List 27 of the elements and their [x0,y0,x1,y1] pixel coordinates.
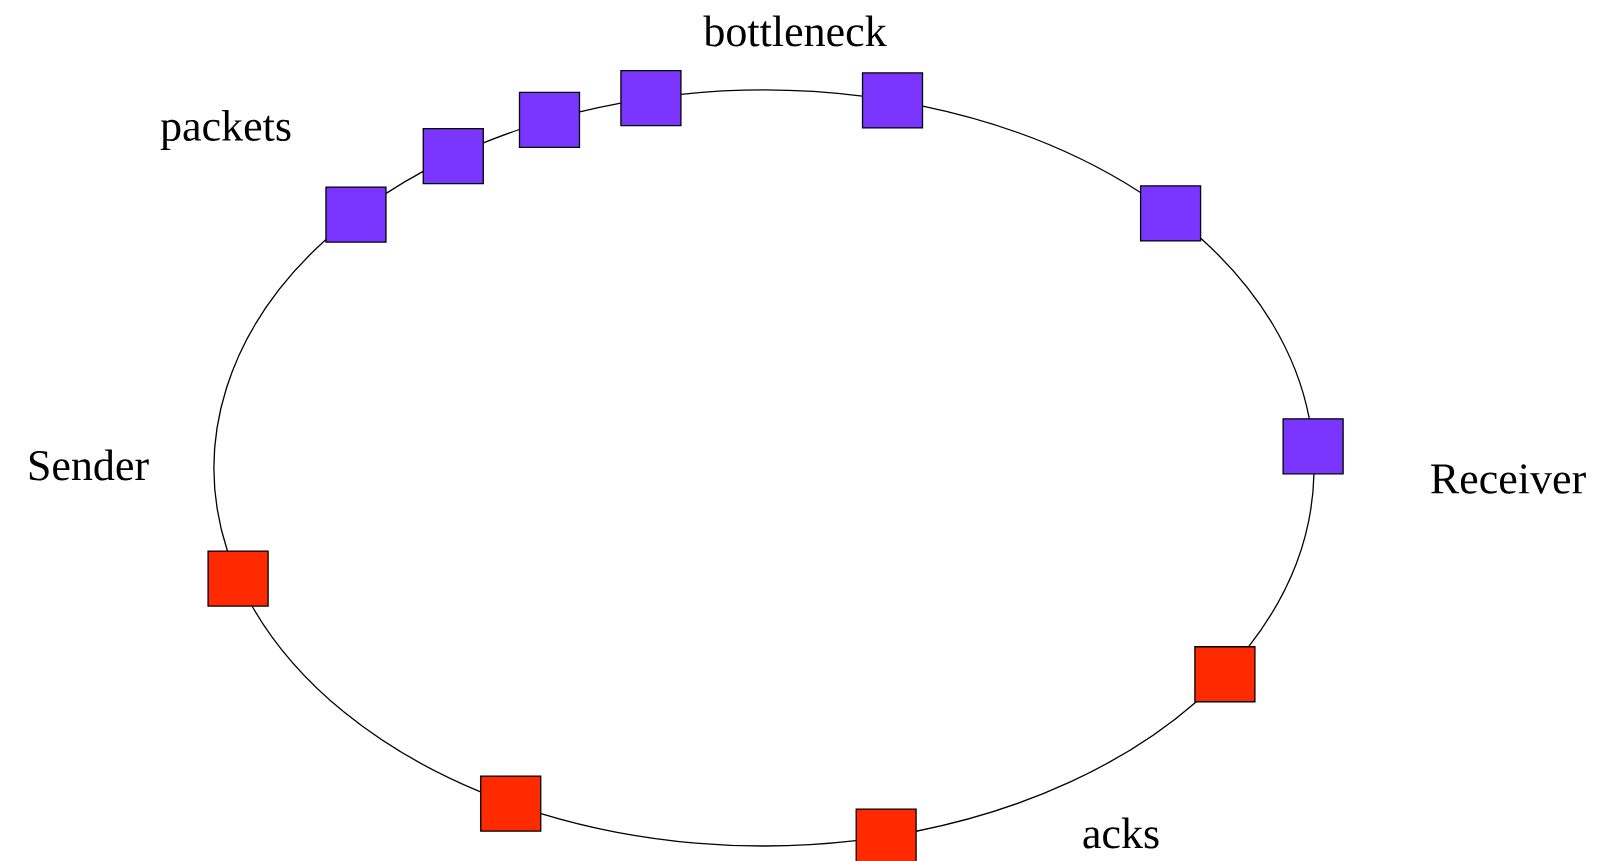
ack-box [1194,646,1256,703]
ring-arc [922,105,1142,194]
ring-arc [579,102,622,113]
text-label: packets [160,110,291,150]
text-label: Receiver [1431,464,1586,494]
packet-box [325,186,387,243]
text-label: bottleneck [703,15,887,47]
ack-box [207,550,269,607]
ack-box [855,808,917,861]
text-label: Sender [29,449,149,481]
ring-arc [680,89,863,97]
ring-arc [482,128,520,144]
ring-arc [1248,473,1315,648]
packet-box [1139,185,1202,242]
ring-arc [213,238,327,552]
packet-box [422,127,484,185]
ring-arc [1200,237,1310,420]
ring-arc [385,170,424,194]
packet-box [620,69,682,127]
text-label: acks [1083,817,1159,849]
packet-box [1282,418,1344,475]
packet-box [518,91,581,149]
ring-arc [915,701,1197,832]
ring-arc [540,812,857,847]
packet-box [861,72,924,129]
ack-box [480,775,542,832]
ring-arc [251,605,482,793]
